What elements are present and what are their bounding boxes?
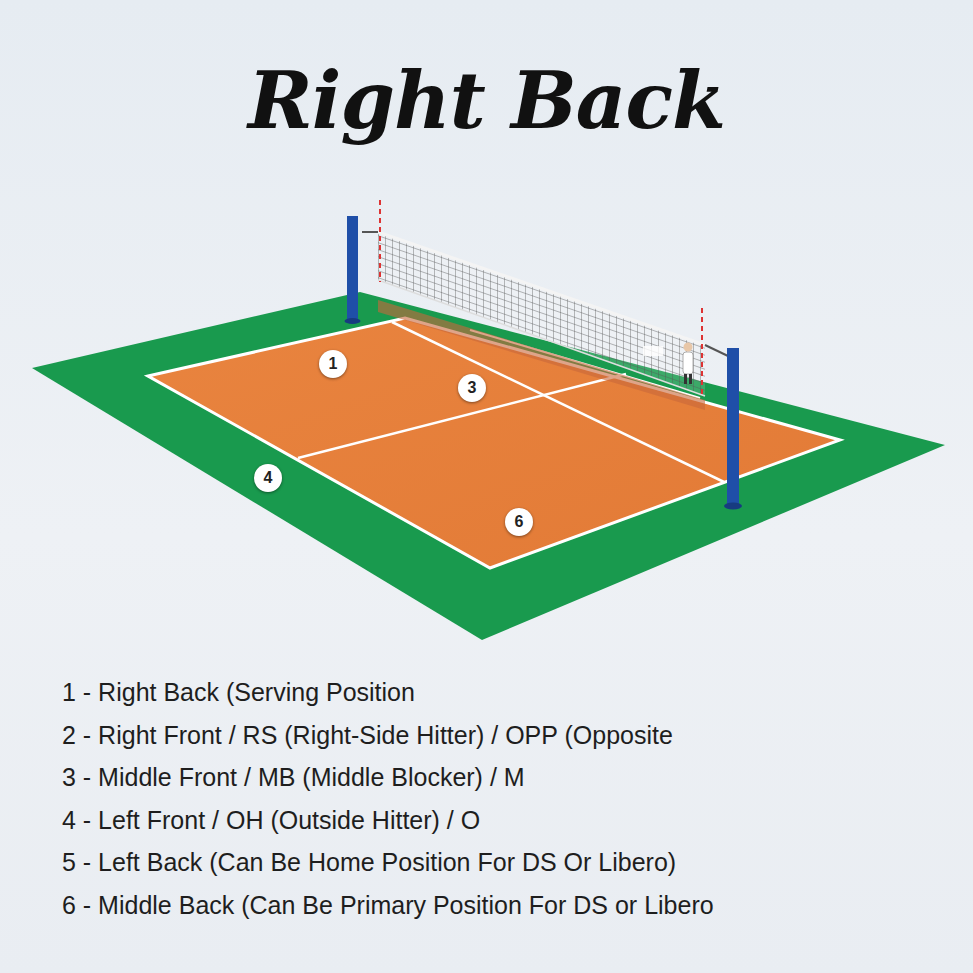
playing-court	[148, 318, 840, 568]
net-mesh	[378, 232, 705, 396]
position-description: 4 - Left Front / OH (Outside Hitter) / O	[62, 805, 480, 835]
antenna	[701, 308, 703, 398]
free-zone	[32, 292, 945, 640]
callout-number: 4	[254, 464, 282, 492]
net-tape	[378, 280, 705, 396]
callout-text: 4	[264, 470, 273, 486]
antenna	[379, 200, 381, 282]
post-base	[724, 503, 742, 510]
referee-figure	[683, 343, 693, 385]
callout-text: 3	[468, 380, 477, 396]
page-title: Right Back	[0, 55, 973, 146]
net-post	[727, 348, 739, 506]
position-description: 1 - Right Back (Serving Position	[62, 677, 415, 707]
position-description: 3 - Middle Front / MB (Middle Blocker) /…	[62, 762, 525, 792]
bench	[643, 346, 663, 356]
court-line	[298, 374, 626, 458]
net-tape	[378, 232, 705, 345]
callout-number: 1	[319, 350, 347, 378]
net-cable	[362, 231, 378, 233]
callout-text: 6	[515, 514, 524, 530]
callout-number: 3	[458, 374, 486, 402]
net-cable	[705, 345, 728, 356]
net-post	[347, 216, 358, 320]
callout-number: 6	[505, 508, 533, 536]
position-description: 2 - Right Front / RS (Right-Side Hitter)…	[62, 720, 673, 750]
post-base	[345, 318, 361, 324]
title-text: Right Back	[248, 55, 725, 146]
position-description: 5 - Left Back (Can Be Home Position For …	[62, 847, 676, 877]
net-mesh	[378, 232, 705, 396]
position-description: 6 - Middle Back (Can Be Primary Position…	[62, 890, 714, 920]
callout-text: 1	[329, 356, 338, 372]
